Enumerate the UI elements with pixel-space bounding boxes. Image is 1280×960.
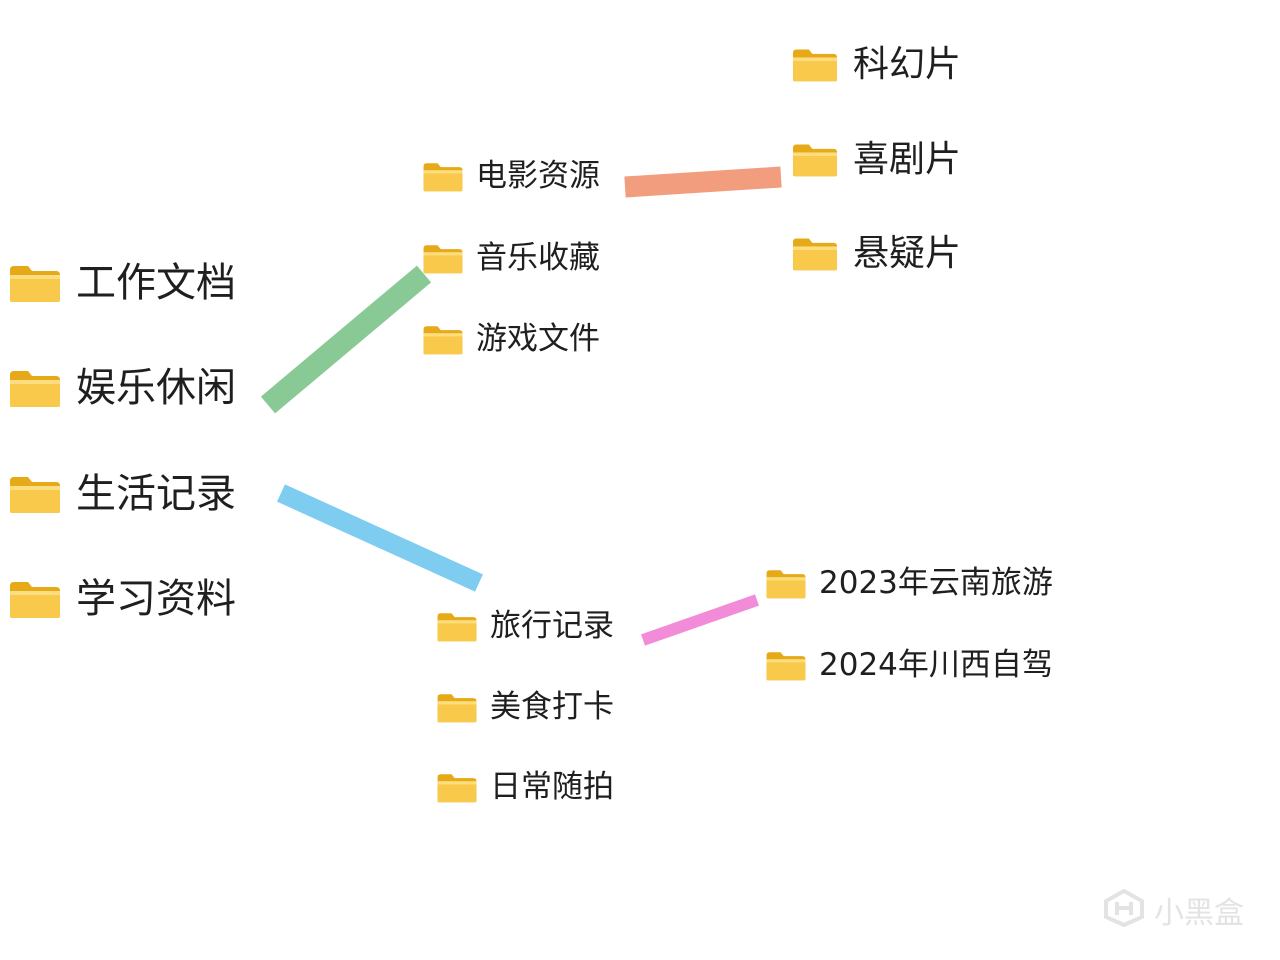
folder-icon xyxy=(8,262,62,304)
folder-food[interactable]: 美食打卡 xyxy=(436,691,614,724)
connector-movies-to-comedy xyxy=(624,166,782,198)
xiaoheihe-logo-icon xyxy=(1102,888,1146,932)
folder-daily-photos[interactable]: 日常随拍 xyxy=(436,771,614,804)
folder-label: 悬疑片 xyxy=(853,232,962,274)
folder-study-materials[interactable]: 学习资料 xyxy=(8,578,236,620)
folder-icon xyxy=(765,567,807,600)
folder-icon xyxy=(422,242,464,275)
folder-icon xyxy=(422,160,464,193)
watermark-text: 小黑盒 xyxy=(1154,896,1244,931)
folder-yunnan-2023[interactable]: 2023年云南旅游 xyxy=(765,567,1053,600)
folder-icon xyxy=(422,323,464,356)
folder-icon xyxy=(436,610,478,643)
folder-icon xyxy=(791,235,839,272)
folder-label: 喜剧片 xyxy=(853,138,962,180)
folder-label: 工作文档 xyxy=(76,260,236,306)
folder-travel[interactable]: 旅行记录 xyxy=(436,610,614,643)
folder-icon xyxy=(765,649,807,682)
folder-icon xyxy=(8,473,62,515)
folder-label: 2024年川西自驾 xyxy=(819,647,1053,683)
folder-label: 生活记录 xyxy=(76,471,236,517)
folder-icon xyxy=(8,367,62,409)
folder-chuanxi-2024[interactable]: 2024年川西自驾 xyxy=(765,649,1053,682)
folder-scifi[interactable]: 科幻片 xyxy=(791,46,961,83)
folder-label: 2023年云南旅游 xyxy=(819,565,1053,601)
folder-label: 电影资源 xyxy=(476,158,600,194)
watermark: 小黑盒 xyxy=(1102,888,1244,932)
folder-label: 娱乐休闲 xyxy=(76,365,236,411)
connector-life-to-travel xyxy=(277,484,483,592)
folder-icon xyxy=(436,691,478,724)
folder-label: 学习资料 xyxy=(76,576,236,622)
folder-life-records[interactable]: 生活记录 xyxy=(8,473,236,515)
folder-icon xyxy=(791,46,839,83)
folder-label: 音乐收藏 xyxy=(476,240,600,276)
folder-icon xyxy=(8,578,62,620)
folder-comedy[interactable]: 喜剧片 xyxy=(791,141,961,178)
connector-travel-to-yunnan xyxy=(641,594,759,646)
folder-label: 旅行记录 xyxy=(490,608,614,644)
folder-label: 日常随拍 xyxy=(490,769,614,805)
folder-label: 游戏文件 xyxy=(476,321,600,357)
folder-entertainment[interactable]: 娱乐休闲 xyxy=(8,367,236,409)
folder-mystery[interactable]: 悬疑片 xyxy=(791,235,961,272)
folder-work-documents[interactable]: 工作文档 xyxy=(8,262,236,304)
folder-movies[interactable]: 电影资源 xyxy=(422,160,600,193)
folder-label: 科幻片 xyxy=(853,43,962,85)
connector-entertainment-to-music xyxy=(260,265,432,414)
folder-games[interactable]: 游戏文件 xyxy=(422,323,600,356)
folder-icon xyxy=(436,771,478,804)
folder-label: 美食打卡 xyxy=(490,689,614,725)
folder-icon xyxy=(791,141,839,178)
folder-music[interactable]: 音乐收藏 xyxy=(422,242,600,275)
